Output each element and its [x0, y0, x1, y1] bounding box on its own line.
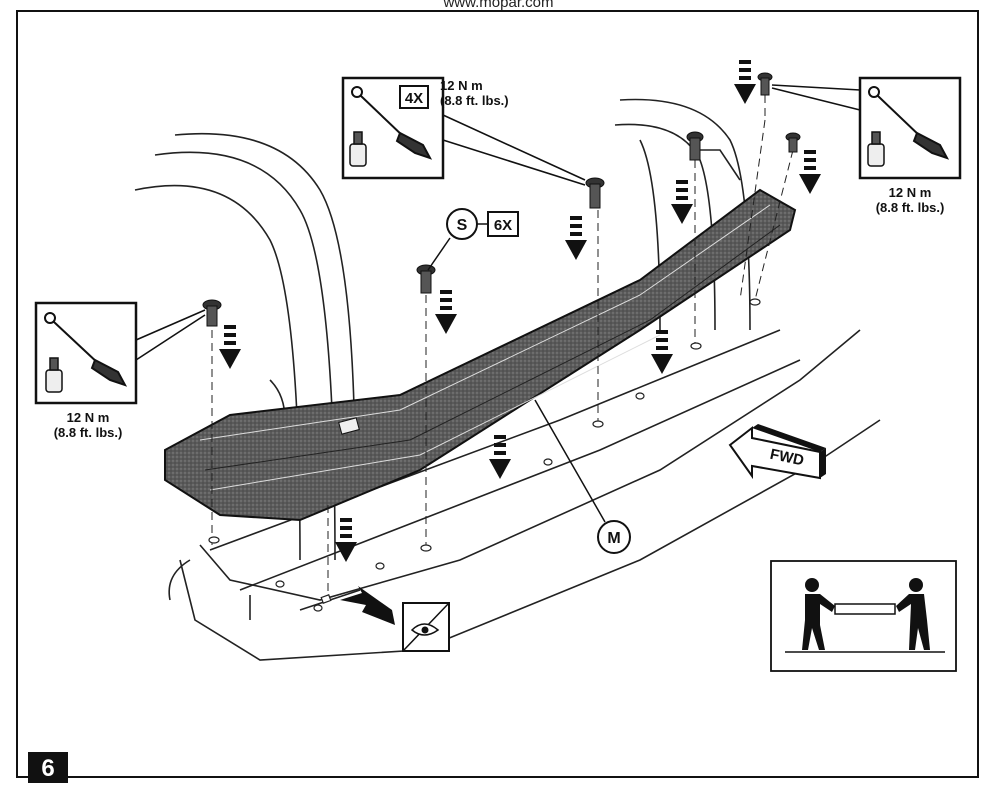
screw-mid	[416, 264, 436, 294]
mounting-holes	[208, 298, 761, 612]
screw-left	[202, 299, 222, 327]
inspect-eye-icon	[402, 602, 450, 652]
torque-wrench-icon	[351, 86, 433, 160]
screw-right-2	[757, 72, 773, 96]
two-person-lift-icon	[770, 560, 957, 672]
torque-label-left: 12 N m (8.8 ft. lbs.)	[53, 410, 123, 440]
torque-box-left	[34, 301, 206, 405]
torque-box-right	[771, 76, 962, 180]
socket-icon	[349, 131, 367, 167]
fwd-arrow-icon: FWD	[728, 424, 826, 480]
diagram-frame	[16, 10, 979, 778]
source-url: www.mopar.com	[443, 0, 554, 11]
torque-box-top: 4X	[341, 76, 586, 186]
torque-label-right: 12 N m (8.8 ft. lbs.)	[875, 185, 945, 215]
screws	[202, 72, 801, 327]
quantity-callout-left: 6X	[494, 217, 512, 234]
screw-right-1	[686, 131, 704, 161]
part-label: M	[607, 530, 620, 547]
fastener-type-label: S	[457, 217, 468, 234]
direction-label: FWD	[768, 446, 805, 470]
torque-label-top: 12 N m (8.8 ft. lbs.)	[440, 78, 509, 108]
quantity-callout-top: 4X	[405, 90, 423, 107]
screw-top	[585, 177, 605, 209]
screw-right-3	[785, 132, 801, 153]
step-number: 6	[28, 752, 68, 783]
fastener-callout: S 6X	[427, 208, 519, 271]
socket-icon	[45, 357, 63, 393]
socket-icon	[867, 131, 885, 167]
rear-trim-panel	[164, 188, 797, 522]
push-arrow	[340, 586, 395, 625]
part-callout: M	[534, 399, 631, 554]
install-direction-arrows	[219, 60, 821, 562]
torque-wrench-icon	[44, 312, 128, 387]
alignment-lines	[211, 95, 794, 595]
torque-wrench-icon	[868, 86, 950, 160]
